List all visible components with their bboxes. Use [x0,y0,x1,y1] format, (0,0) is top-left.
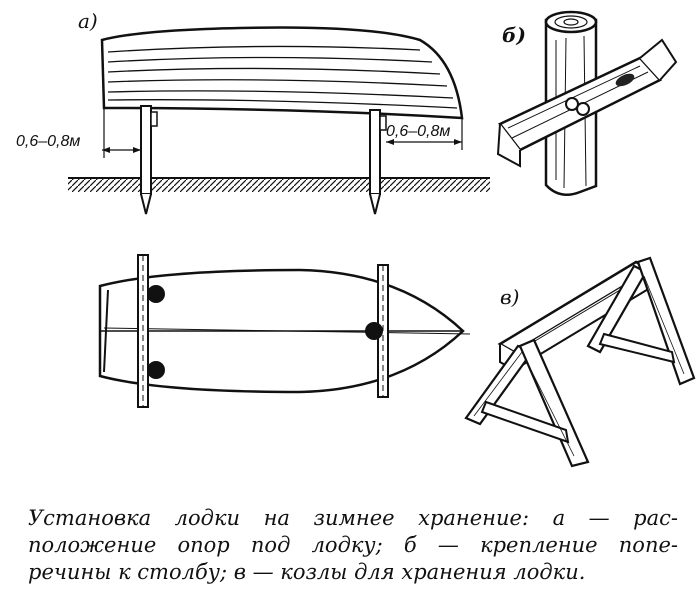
dim-right-label: 0,6–0,8м [386,123,450,140]
caption-line-3: речины к столбу; в — козлы для хранения … [28,560,586,584]
right-post [369,109,381,195]
boat-plan-view [98,254,471,408]
dim-left-label: 0,6–0,8м [16,133,80,150]
ground-hatch [68,178,490,192]
label-a: а) [78,9,98,33]
boat-storage-illustration: а) 0,6–0,8м 0,6–0,8м б) [16,9,696,468]
label-c: в) [500,285,519,309]
left-post [140,105,152,195]
caption-line-1: Установка лодки на зимнее хранение: а — … [28,506,678,530]
figure-caption: Установка лодки на зимнее хранение: а — … [28,505,678,586]
boat-side-view: а) 0,6–0,8м 0,6–0,8м [16,9,490,215]
label-b: б) [502,23,526,47]
caption-line-2: положение опор под лодку; б — крепление … [28,533,678,557]
sawhorse-stand: в) [464,256,696,468]
post-crossbar-detail: б) [496,10,678,197]
